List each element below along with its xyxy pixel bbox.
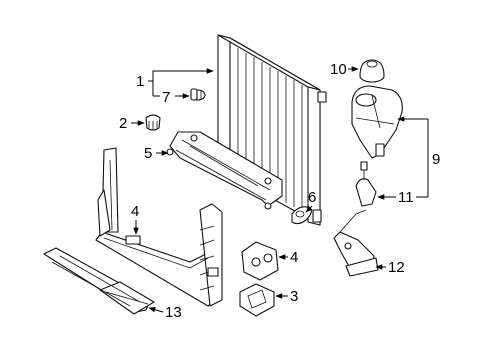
callout-8: 7	[153, 89, 190, 106]
callout-10: 10	[330, 61, 359, 78]
callout-11: 11	[377, 189, 428, 206]
mount-bracket	[241, 241, 279, 281]
callout-4: 4 4	[278, 249, 298, 266]
callout-3: 3	[275, 288, 298, 305]
tank-cap	[359, 59, 385, 83]
expansion-tank	[351, 85, 403, 159]
callout-12: 12	[375, 259, 405, 276]
svg-text:5: 5	[144, 145, 152, 162]
svg-text:4: 4	[131, 203, 139, 220]
fan-shroud	[95, 147, 223, 307]
svg-text:9: 9	[432, 151, 440, 168]
callout-2: 2	[119, 115, 145, 132]
air-guide	[43, 247, 155, 315]
svg-text:2: 2	[119, 115, 127, 132]
svg-text:6: 6	[308, 189, 316, 206]
callout-5: 5	[144, 145, 169, 162]
callout-13: 13	[148, 304, 182, 321]
svg-text:3: 3	[290, 288, 298, 305]
duct	[239, 283, 275, 317]
callout-9: 9	[397, 116, 440, 197]
bleed-screw	[145, 114, 161, 131]
svg-text:1: 1	[136, 73, 144, 90]
reservoir-bracket	[333, 209, 379, 277]
callout-6: 6	[305, 189, 316, 213]
svg-text:11: 11	[398, 189, 414, 206]
callout-1: 1	[136, 68, 214, 96]
svg-text:12: 12	[388, 259, 405, 276]
level-sensor	[355, 161, 377, 207]
svg-text:7: 7	[162, 89, 170, 106]
drain-plug	[190, 88, 206, 101]
label-4: 4	[290, 249, 298, 266]
svg-text:13: 13	[165, 304, 182, 321]
svg-text:10: 10	[330, 61, 347, 78]
callout-7: 4	[131, 203, 139, 235]
